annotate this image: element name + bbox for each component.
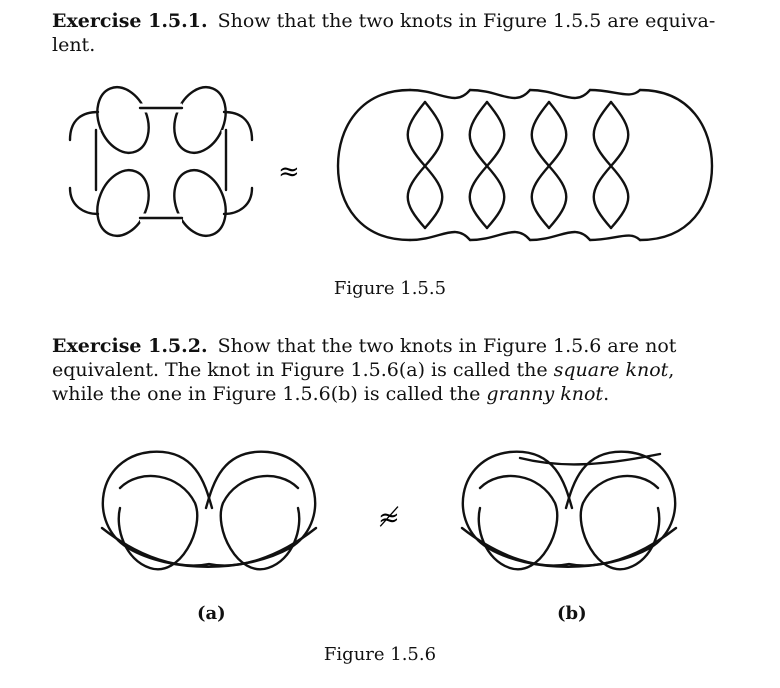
term-granny-knot: granny knot: [486, 383, 604, 405]
exercise-1-5-2-title: Exercise 1.5.2.: [52, 335, 208, 357]
equivalent-symbol: ≈: [278, 157, 300, 187]
exercise-1-5-1: Exercise 1.5.1.Show that the two knots i…: [52, 9, 722, 57]
exercise-1-5-1-text: Show that the two knots in Figure 1.5.5 …: [52, 10, 716, 56]
figure-1-5-6-caption: Figure 1.5.6: [323, 644, 437, 665]
figure-label-a: (a): [197, 603, 226, 624]
exercise-1-5-2-text-2: , while the one in Figure 1.5.6(b) is ca…: [52, 359, 675, 405]
figure-label-b: (b): [557, 603, 587, 624]
figure-1-5-5-caption: Figure 1.5.5: [333, 278, 447, 299]
exercise-1-5-2: Exercise 1.5.2.Show that the two knots i…: [52, 334, 722, 406]
figure-1-5-5: ≈: [68, 86, 714, 242]
knot-twisted-chain: [336, 88, 714, 242]
exercise-1-5-2-text-3: .: [603, 383, 610, 405]
square-knot-diagram: [100, 450, 318, 571]
exercise-1-5-1-title: Exercise 1.5.1.: [52, 10, 208, 32]
figure-1-5-6: ≉: [100, 450, 678, 571]
exercise-1-5-2-text-1: Show that the two knots in Figure 1.5.6 …: [52, 335, 677, 381]
not-equivalent-symbol: ≉: [378, 503, 400, 533]
term-square-knot: square knot: [553, 359, 669, 381]
knot-four-loops: [68, 86, 254, 237]
granny-knot-diagram: [460, 450, 678, 571]
